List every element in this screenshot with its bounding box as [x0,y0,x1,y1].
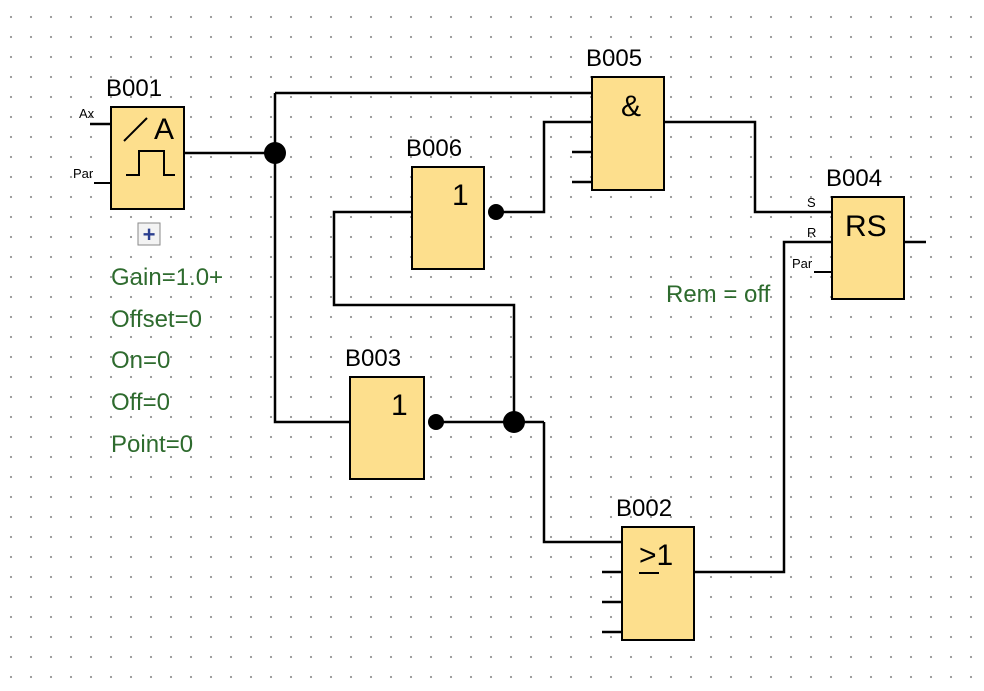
negation-dot-b003 [428,414,444,430]
block-label-b003: B003 [345,345,401,372]
pin-label-par-b004: Par [792,256,813,271]
param-point: Point=0 [111,431,193,458]
block-b005[interactable]: B005 & [572,45,665,191]
wire-feedback-to-b006 [332,210,516,422]
block-label-b001: B001 [106,75,162,102]
wire-b002-to-b004-r [694,240,832,574]
param-on: On=0 [111,347,170,374]
expand-button-frame [137,222,161,246]
block-symbol-b002: >1 [639,539,673,572]
expand-params-button[interactable]: + [137,222,161,247]
block-body-b001 [110,106,185,210]
block-label-b006: B006 [406,135,462,162]
block-symbol-b006: 1 [452,179,469,212]
pin-label-r: R [807,225,816,240]
block-b004[interactable]: B004 S R Par RS [792,165,926,300]
wire-to-b002-in1 [542,422,622,544]
param-gain: Gain=1.0+ [111,264,223,291]
negation-dot-b006 [488,204,504,220]
pin-label-par: Par [73,166,94,181]
block-body-b006 [411,166,485,270]
param-rem: Rem = off [666,281,771,308]
block-b001[interactable]: B001 Ax Par A [73,75,185,210]
junction-dot [264,142,286,164]
param-offset: Offset=0 [111,306,202,333]
block-body-b002 [621,526,695,641]
block-b003[interactable]: B003 1 [345,345,425,480]
block-b006[interactable]: B006 1 [406,135,485,270]
pin-label-s: S [807,195,816,210]
block-label-b004: B004 [826,165,882,192]
block-body-b005 [591,76,665,191]
block-b002[interactable]: B002 >1 [602,495,695,641]
block-symbol-b005: & [621,90,641,123]
wire-b005-to-b004-s [664,120,832,214]
junctions [264,142,525,433]
param-off: Off=0 [111,389,170,416]
block-symbol-b003: 1 [391,389,408,422]
analog-threshold-trigger-icon [123,117,175,176]
plus-icon: + [143,222,156,247]
block-body-b003 [349,376,425,480]
block-label-b005: B005 [586,45,642,72]
block-symbol-b004: RS [845,210,887,243]
wires [184,91,832,574]
block-body-b004 [831,196,905,300]
block-label-b002: B002 [616,495,672,522]
block-symbol-b001: A [154,113,174,146]
pin-label-ax: Ax [79,106,95,121]
junction-dot [503,411,525,433]
params-b001: Gain=1.0+ Offset=0 On=0 Off=0 Point=0 [111,264,223,458]
wire-trunk-vertical [273,93,350,424]
wire-b006-to-b005 [496,120,592,214]
